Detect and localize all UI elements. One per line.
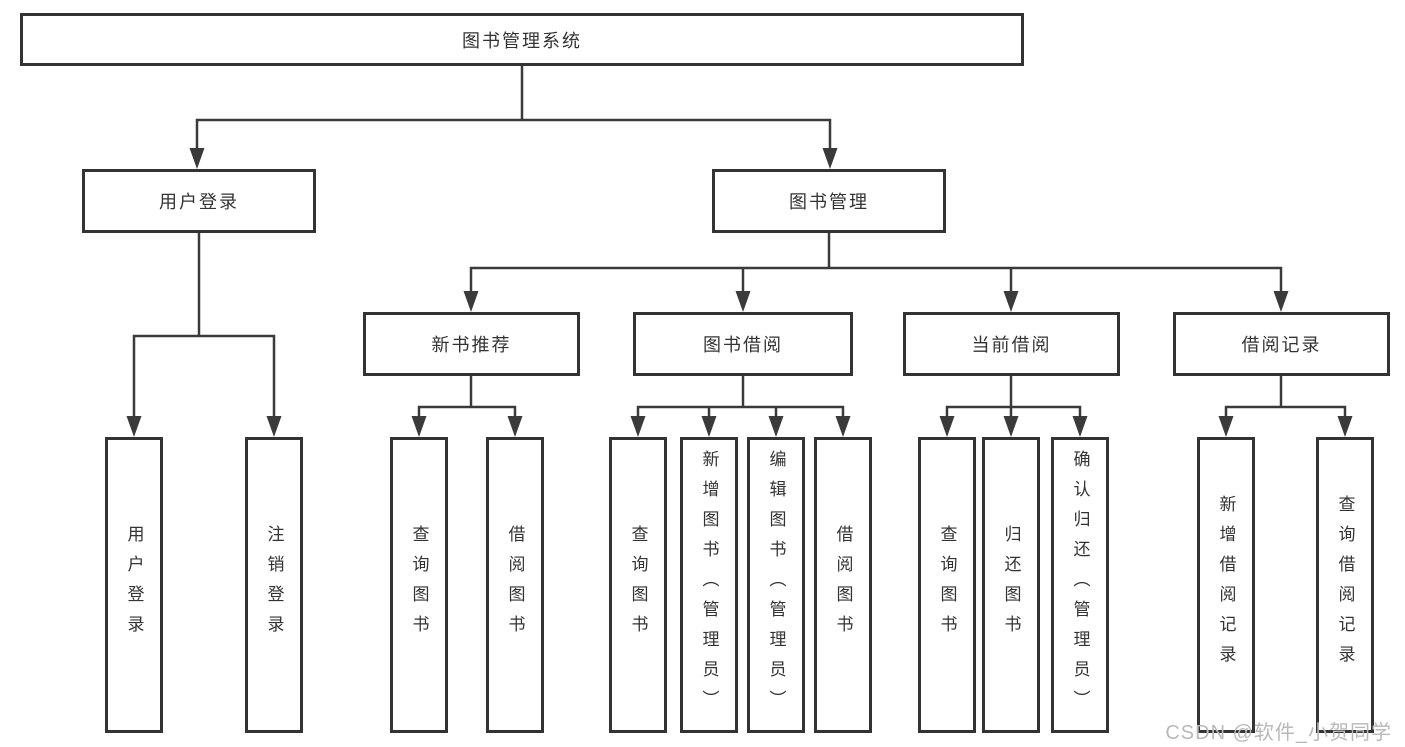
leaf-logout-login: 注销登录 <box>245 437 303 733</box>
node-current-borrow: 当前借阅 <box>903 312 1120 376</box>
connector-book-borrow <box>636 376 845 420</box>
leaf-current-return-books: 归还图书 <box>982 437 1040 733</box>
connector-root <box>195 65 832 152</box>
node-borrow-records: 借阅记录 <box>1173 312 1390 376</box>
node-book-borrow: 图书借阅 <box>633 312 853 376</box>
leaf-borrow-query-books: 查询图书 <box>609 437 667 733</box>
leaf-user-login: 用户登录 <box>105 437 163 733</box>
leaf-borrow-add-books-admin: 新增图书（管理员） <box>680 437 738 733</box>
leaf-records-query-record: 查询借阅记录 <box>1316 437 1374 733</box>
node-book-management-branch: 图书管理 <box>712 169 946 233</box>
leaf-records-add-record: 新增借阅记录 <box>1197 437 1255 733</box>
node-user-login-branch: 用户登录 <box>82 169 316 233</box>
connector-current-borrow <box>945 376 1082 420</box>
node-new-book-recommend: 新书推荐 <box>363 312 580 376</box>
node-root: 图书管理系统 <box>20 13 1024 66</box>
connector-user-branch <box>132 233 276 420</box>
leaf-newbooks-borrow-books: 借阅图书 <box>486 437 544 733</box>
connector-strokes <box>132 65 1347 420</box>
connector-borrow-records <box>1224 376 1347 420</box>
connector-books-branch <box>469 233 1283 296</box>
leaf-borrow-borrow-books: 借阅图书 <box>814 437 872 733</box>
leaf-borrow-edit-books-admin: 编辑图书（管理员） <box>747 437 805 733</box>
leaf-current-query-books: 查询图书 <box>918 437 976 733</box>
csdn-watermark: CSDN @软件_小贺同学 <box>1165 722 1392 744</box>
leaf-newbooks-query-books: 查询图书 <box>390 437 448 733</box>
leaf-current-confirm-return-admin: 确认归还（管理员） <box>1051 437 1109 733</box>
connector-new-books <box>417 376 517 420</box>
